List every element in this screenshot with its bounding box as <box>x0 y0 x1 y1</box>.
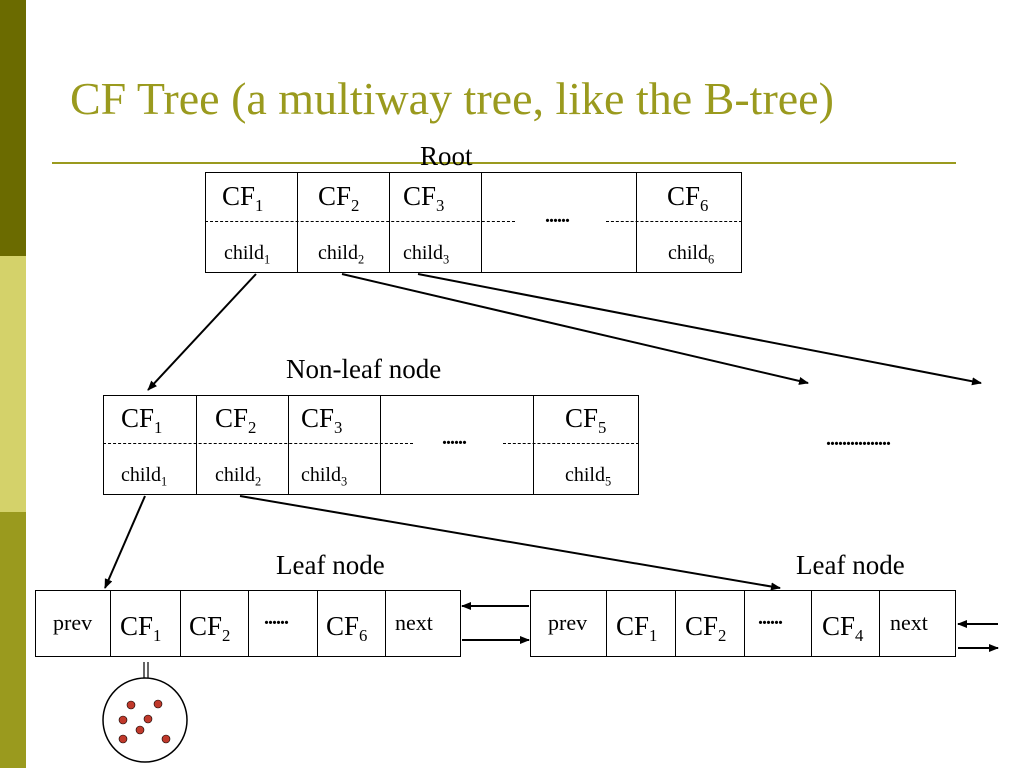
nonleaf-divider-b <box>503 443 639 444</box>
root-entry-2 <box>297 173 389 272</box>
title-underline <box>52 162 956 164</box>
root-cf-6: CF6 <box>667 181 709 215</box>
leaf-left-entry-2 <box>180 591 248 656</box>
root-child-2: child2 <box>318 242 365 267</box>
leaf-node-left <box>35 590 461 657</box>
subcluster-point <box>143 714 153 724</box>
leaf-right-entry-1 <box>606 591 675 656</box>
leaf-node-right <box>530 590 956 657</box>
root-child-6: child6 <box>668 242 715 267</box>
nonleaf-child-1: child1 <box>121 464 168 489</box>
nonleaf-child-2: child2 <box>215 464 262 489</box>
leaf-left-next-cell <box>385 591 461 656</box>
nonleaf-child1-arrow <box>104 495 146 589</box>
leaf-left-ellipsis: ...... <box>264 607 289 629</box>
leaf-right-prev: prev <box>548 610 588 635</box>
root-entry-6 <box>636 173 742 272</box>
slide-title: CF Tree (a multiway tree, like the B-tre… <box>70 73 834 124</box>
nonleaf-entry-2 <box>196 396 288 494</box>
root-child1-arrow <box>147 273 257 391</box>
nonleaf-entry-3 <box>288 396 380 494</box>
nonleaf-cf-2: CF2 <box>215 403 257 437</box>
subcluster-point <box>126 700 136 710</box>
leaf-left-cf-6: CF6 <box>326 611 368 645</box>
nonleaf-cf-1: CF1 <box>121 403 163 437</box>
leaf-left-entry-1 <box>110 591 180 656</box>
nonleaf-empty-slot <box>380 396 533 494</box>
subcluster-point <box>118 715 128 725</box>
leaf-right-label: Leaf node <box>796 550 905 580</box>
root-child2-arrow <box>341 273 809 385</box>
leaf-right-entry-4 <box>811 591 879 656</box>
leaf-right-next-cell <box>879 591 956 656</box>
root-child-1: child1 <box>224 242 271 267</box>
leaf-right-cf-1: CF1 <box>616 611 658 645</box>
nonleaf-label: Non-leaf node <box>286 354 442 384</box>
leaf-right-entry-2 <box>675 591 744 656</box>
leaf-left-cf-2: CF2 <box>189 611 231 645</box>
leaf-right-ellipsis: ...... <box>758 607 783 629</box>
nonleaf-entry-5 <box>533 396 639 494</box>
sidebar-stripe <box>0 0 26 768</box>
root-cf-1: CF1 <box>222 181 264 215</box>
subcluster-point <box>153 699 163 709</box>
root-cf-3: CF3 <box>403 181 445 215</box>
root-ellipsis: ...... <box>545 205 570 227</box>
root-empty-slot <box>481 173 636 272</box>
subcluster-point <box>118 734 128 744</box>
root-child3-arrow <box>417 273 982 386</box>
leaf-left-cf-1: CF1 <box>120 611 162 645</box>
leaf-right-next: next <box>890 610 928 635</box>
leaf-right-ellipsis-cell <box>744 591 811 656</box>
nonleaf-child-5: child5 <box>565 464 612 489</box>
root-label: Root <box>420 141 473 171</box>
leaf-right-cf-4: CF4 <box>822 611 864 645</box>
leaf-left-entry-6 <box>317 591 385 656</box>
sidebar-segment-middle <box>0 256 26 512</box>
leaf-left-ellipsis-cell <box>248 591 317 656</box>
nonleaf-cf-3: CF3 <box>301 403 343 437</box>
leaf-left-label: Leaf node <box>276 550 385 580</box>
nonleaf-ellipsis: ...... <box>442 427 467 449</box>
nonleaf-side-ellipsis: ................ <box>826 428 891 450</box>
nonleaf-child-3: child3 <box>301 464 348 489</box>
subcluster-point <box>161 734 171 744</box>
nonleaf-divider-a <box>103 443 413 444</box>
root-child-3: child3 <box>403 242 450 267</box>
root-divider-a <box>205 221 515 222</box>
nonleaf-cf-5: CF5 <box>565 403 607 437</box>
subcluster-point <box>135 725 145 735</box>
root-divider-b <box>606 221 742 222</box>
leaf-left-next: next <box>395 610 433 635</box>
root-node <box>205 172 742 273</box>
nonleaf-node <box>103 395 639 495</box>
root-entry-3 <box>389 173 481 272</box>
leaf-left-prev: prev <box>53 610 93 635</box>
sidebar-segment-top <box>0 0 26 256</box>
sidebar-segment-bottom <box>0 512 26 768</box>
leaf-right-cf-2: CF2 <box>685 611 727 645</box>
root-cf-2: CF2 <box>318 181 360 215</box>
nonleaf-child2-arrow <box>239 495 781 591</box>
